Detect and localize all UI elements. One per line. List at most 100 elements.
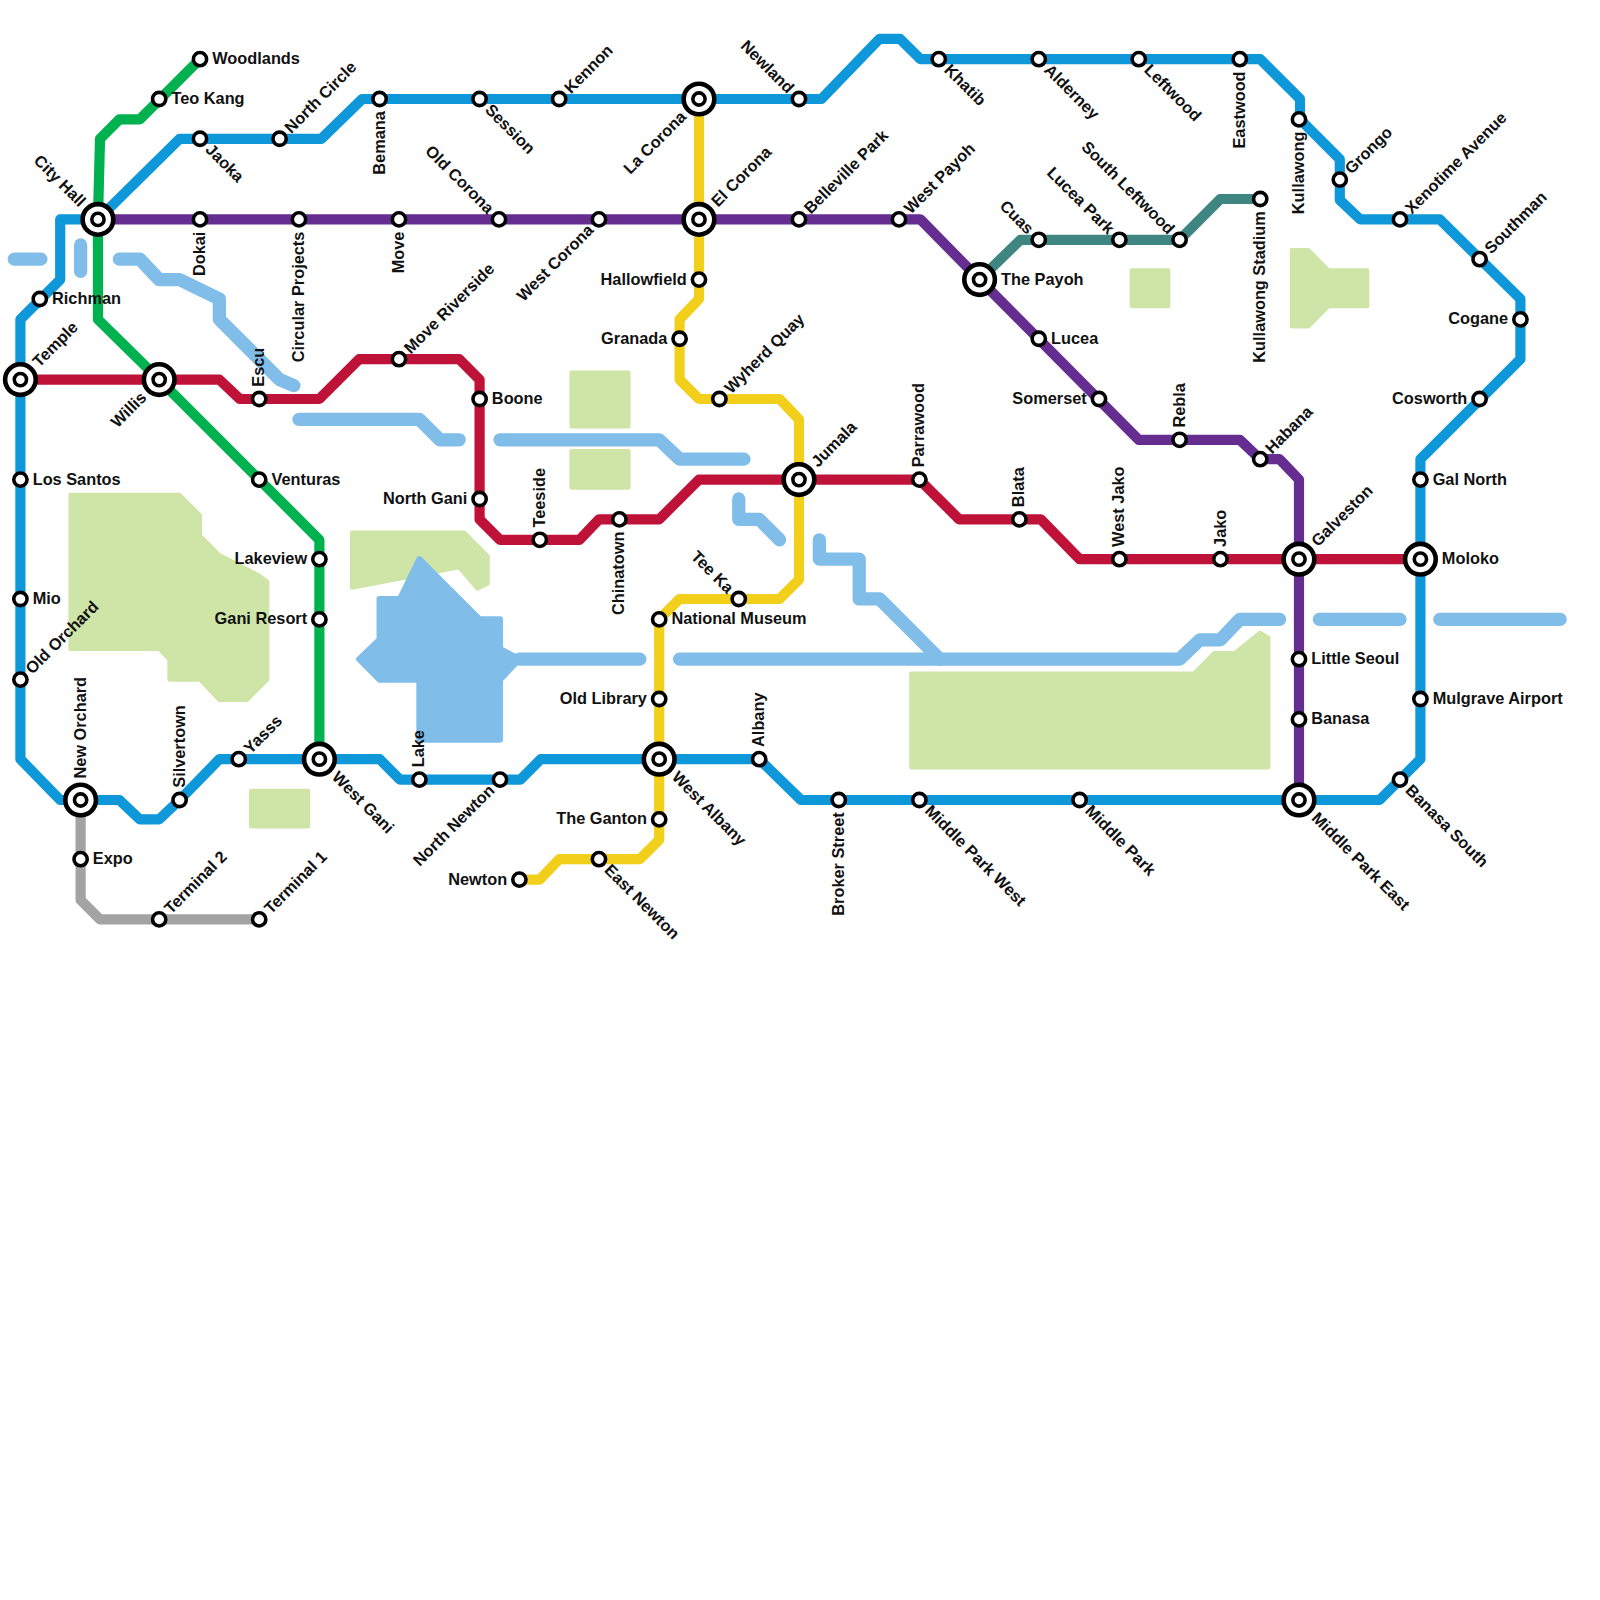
station-label: Silvertown — [170, 705, 188, 788]
river-line — [500, 440, 744, 459]
interchange-marker — [684, 84, 715, 115]
station-marker — [913, 473, 926, 486]
station-marker — [1414, 473, 1427, 486]
station-marker — [533, 533, 546, 546]
station-label: Banasa South — [1402, 782, 1492, 872]
station-label: Newton — [448, 870, 507, 888]
river-line — [819, 540, 939, 659]
station-label: Banasa — [1311, 710, 1369, 728]
interchange-marker — [83, 204, 114, 235]
station-marker — [473, 492, 486, 505]
station-label: Tee Ka — [687, 547, 737, 597]
station-label: Cogane — [1448, 310, 1508, 328]
station-marker — [1254, 192, 1267, 205]
station-label: Old Library — [560, 690, 647, 708]
station-marker — [653, 692, 666, 705]
station-marker — [1393, 773, 1406, 786]
interchange-marker — [65, 785, 96, 816]
station-marker — [1032, 332, 1045, 345]
interchange-marker — [784, 464, 815, 495]
river-line — [14, 253, 41, 266]
station-marker — [14, 592, 27, 605]
station-label: Middle Park — [1082, 802, 1160, 880]
station-marker — [392, 213, 405, 226]
station-marker — [193, 213, 206, 226]
station-marker — [313, 553, 326, 566]
station-marker — [373, 92, 386, 105]
interchange-marker — [1293, 553, 1305, 565]
station-marker — [692, 273, 705, 286]
interchange-marker — [693, 93, 705, 105]
station-marker — [1073, 793, 1086, 806]
station-label: El Corona — [708, 143, 776, 211]
station-label: Mio — [33, 590, 61, 608]
station-marker — [592, 853, 605, 866]
station-label: Temple — [29, 318, 82, 371]
station-marker — [193, 132, 206, 145]
station-marker — [1473, 253, 1486, 266]
park-area — [571, 372, 628, 426]
station-marker — [1292, 713, 1305, 726]
station-label: Terminal 1 — [261, 847, 331, 917]
river-line — [519, 653, 639, 666]
station-marker — [253, 913, 266, 926]
station-marker — [713, 392, 726, 405]
station-label: West Payoh — [901, 139, 979, 217]
station-label: Hallowfield — [601, 270, 687, 288]
interchange-marker — [653, 753, 665, 765]
station-label: Yasss — [241, 711, 287, 757]
park-area — [1132, 270, 1169, 306]
station-marker — [74, 853, 87, 866]
station-label: Blata — [1010, 467, 1028, 507]
station-marker — [832, 793, 845, 806]
station-marker — [33, 292, 46, 305]
station-marker — [1254, 453, 1267, 466]
station-marker — [193, 53, 206, 66]
station-label: Newland — [736, 36, 796, 96]
station-marker — [173, 793, 186, 806]
station-label: North Gani — [383, 490, 467, 508]
station-label: New Orchard — [71, 677, 89, 779]
river-line — [1440, 613, 1560, 626]
station-label: Jaoka — [202, 141, 248, 187]
interchange-marker — [1284, 785, 1315, 816]
interchange-marker — [74, 794, 86, 806]
park-area — [251, 791, 308, 827]
station-marker — [232, 753, 245, 766]
station-label: Cosworth — [1392, 390, 1467, 408]
river-line — [299, 419, 459, 439]
station-marker — [1214, 553, 1227, 566]
station-label: Terminal 2 — [161, 847, 231, 917]
station-label: Albany — [750, 693, 768, 747]
station-label: Mulgrave Airport — [1433, 690, 1563, 708]
station-label: Jako — [1211, 510, 1229, 547]
station-label: Wyherd Quay — [722, 310, 809, 397]
station-marker — [413, 773, 426, 786]
station-marker — [792, 213, 805, 226]
station-marker — [1233, 53, 1246, 66]
station-label: Xenotime Avenue — [1402, 108, 1511, 217]
station-label: Cuas — [995, 196, 1036, 237]
station-label: The Payoh — [1001, 270, 1084, 288]
station-marker — [473, 392, 486, 405]
station-marker — [1173, 233, 1186, 246]
station-marker — [913, 793, 926, 806]
station-label: Richman — [52, 290, 121, 308]
station-marker — [313, 613, 326, 626]
station-marker — [1113, 233, 1126, 246]
station-marker — [1132, 53, 1145, 66]
interchange-marker — [304, 744, 335, 775]
station-marker — [1113, 553, 1126, 566]
station-marker — [14, 673, 27, 686]
station-label: Kullawong — [1290, 132, 1308, 215]
station-label: Eastwood — [1231, 71, 1249, 148]
station-marker — [553, 92, 566, 105]
station-label: City Hall — [30, 152, 89, 211]
station-marker — [1473, 392, 1486, 405]
station-label: Los Santos — [33, 470, 121, 488]
station-marker — [1092, 392, 1105, 405]
metro-line — [20, 39, 1520, 820]
interchange-marker — [1284, 544, 1315, 575]
interchange-marker — [1414, 553, 1426, 565]
station-marker — [592, 213, 605, 226]
